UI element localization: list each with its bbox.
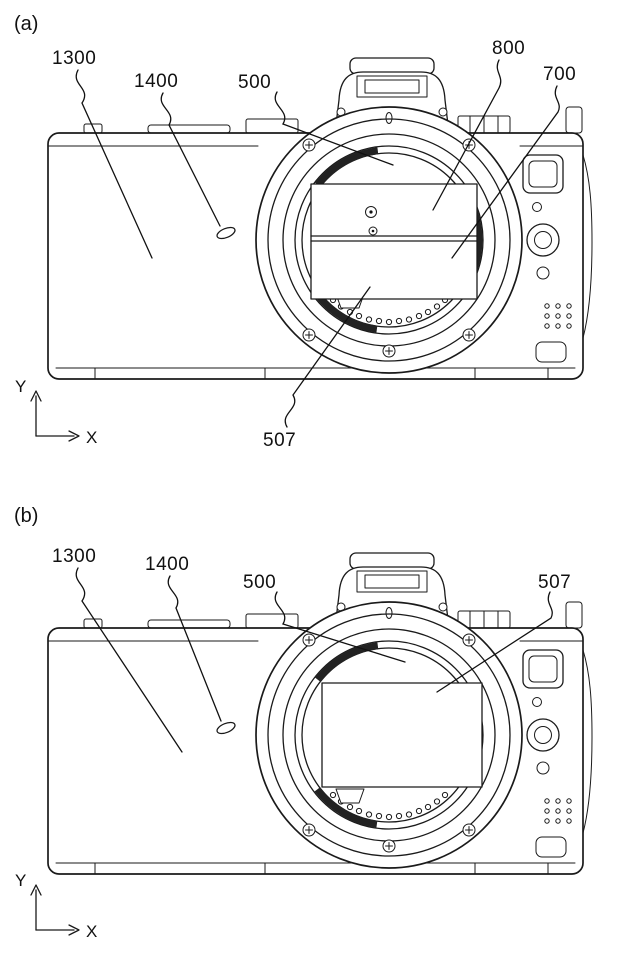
shutter-screw-upper: [365, 206, 377, 218]
label-1400-b: 1400: [145, 554, 189, 575]
leader-500-a: [274, 91, 394, 166]
camera-illustration-b: [48, 553, 592, 874]
label-1300-b: 1300: [52, 546, 96, 567]
view-b: (b) 1300 1400 500 507 Y X: [14, 505, 592, 941]
leader-1300-a: [75, 69, 153, 259]
label-800-a: 800: [492, 38, 525, 59]
leader-1300-b: [75, 567, 183, 753]
y-axis-arrowhead: [30, 390, 42, 402]
leader-507-a: [284, 286, 371, 428]
y-axis-arrowhead: [30, 884, 42, 896]
label-500-a: 500: [238, 72, 271, 93]
label-700-a: 700: [543, 64, 576, 85]
y-axis-label-b: Y: [15, 871, 26, 890]
shutter-screw-lower: [368, 226, 378, 236]
leader-507-b: [436, 591, 553, 693]
label-1400-a: 1400: [134, 71, 178, 92]
leader-700-a: [451, 85, 560, 259]
x-axis-label-a: X: [86, 428, 97, 447]
leader-500-b: [274, 591, 406, 663]
leader-800-a: [432, 59, 502, 211]
y-axis-label-a: Y: [15, 377, 26, 396]
label-500-b: 500: [243, 572, 276, 593]
view-a: (a) 1300 1400 500 800 700 507 Y X: [14, 13, 592, 451]
label-507-a: 507: [263, 430, 296, 451]
label-507-b: 507: [538, 572, 571, 593]
image-sensor-rect: [321, 682, 483, 788]
x-axis-label-b: X: [86, 922, 97, 941]
label-1300-a: 1300: [52, 48, 96, 69]
leader-1400-b: [167, 575, 222, 722]
view-a-tag: (a): [14, 13, 38, 35]
leader-1400-a: [160, 92, 221, 227]
axes-b: Y X: [15, 871, 97, 941]
axes-a: Y X: [15, 377, 97, 447]
x-axis-arrowhead: [68, 430, 80, 442]
view-b-tag: (b): [14, 505, 38, 527]
x-axis-arrowhead: [68, 924, 80, 936]
